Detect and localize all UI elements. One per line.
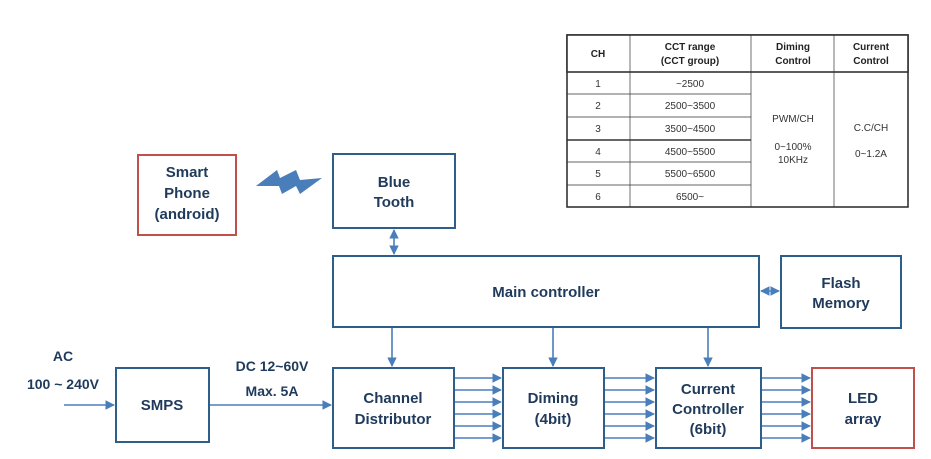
- table-header-ch: CH: [591, 49, 605, 60]
- table-cell-cct: 5500~6500: [665, 169, 716, 180]
- diming-label: Diming: [528, 390, 579, 407]
- ac-label: AC: [53, 348, 73, 364]
- led-array-block: LED array: [811, 367, 915, 449]
- led-array-label: LED: [848, 390, 878, 407]
- bluetooth-label: Tooth: [374, 194, 415, 211]
- table-header-cct: CCT range: [665, 42, 716, 53]
- table-cell-cct: 6500~: [676, 192, 704, 203]
- table-header-diming: Diming: [776, 42, 810, 53]
- table-cell-ch: 5: [595, 169, 601, 180]
- table-cell-ch: 3: [595, 124, 601, 135]
- table-header-row: [566, 34, 909, 73]
- max-current-label: Max. 5A: [246, 383, 299, 399]
- table-header-current: Current: [853, 42, 890, 53]
- flash-memory-label: Flash: [821, 275, 860, 292]
- table-current-mode: C.C/CH: [854, 123, 888, 134]
- current-controller-label: Controller: [672, 401, 744, 418]
- table-diming-range: 0~100%: [775, 142, 812, 153]
- diming-label: (4bit): [535, 411, 572, 428]
- channel-distributor-block: Channel Distributor: [332, 367, 455, 449]
- smartphone-label: Phone: [164, 185, 210, 202]
- dc-voltage-label: DC 12~60V: [236, 358, 309, 374]
- table-cell-ch: 4: [595, 147, 601, 158]
- table-current-range: 0~1.2A: [855, 149, 887, 160]
- flash-memory-label: Memory: [812, 295, 870, 312]
- smartphone-label: Smart: [166, 164, 209, 181]
- flash-memory-block: Flash Memory: [780, 255, 902, 329]
- current-controller-block: Current Controller (6bit): [655, 367, 762, 449]
- table-header-cct-sub: (CCT group): [661, 56, 719, 67]
- connectors: [64, 229, 811, 443]
- current-controller-label: (6bit): [690, 421, 727, 438]
- main-controller-label: Main controller: [492, 284, 600, 301]
- table-header-diming-sub: Control: [775, 56, 811, 67]
- smps-block: SMPS: [115, 367, 210, 443]
- smartphone-label: (android): [155, 206, 220, 223]
- channel-distributor-label: Distributor: [355, 411, 432, 428]
- table-cell-ch: 6: [595, 192, 601, 203]
- table-cell-cct: 2500~3500: [665, 101, 716, 112]
- table-cell-ch: 2: [595, 101, 601, 112]
- bluetooth-block: Blue Tooth: [332, 153, 456, 229]
- smartphone-block: Smart Phone (android): [137, 154, 237, 236]
- main-controller-block: Main controller: [332, 255, 760, 328]
- bluetooth-label: Blue: [378, 174, 411, 191]
- table-diming-freq: 10KHz: [778, 155, 808, 166]
- channel-distributor-label: Channel: [363, 390, 422, 407]
- table-cell-cct: 4500~5500: [665, 147, 716, 158]
- current-controller-label: Current: [681, 381, 735, 398]
- table-cell-cct: ~2500: [676, 79, 705, 90]
- spec-table: CH CCT range (CCT group) Diming Control …: [566, 34, 909, 208]
- table-cell-cct: 3500~4500: [665, 124, 716, 135]
- wireless-icon: [256, 170, 322, 194]
- diming-block: Diming (4bit): [502, 367, 605, 449]
- smps-label: SMPS: [141, 397, 184, 414]
- led-array-label: array: [845, 411, 882, 428]
- table-header-current-sub: Control: [853, 56, 889, 67]
- table-diming-mode: PWM/CH: [772, 114, 814, 125]
- ac-range-label: 100 ~ 240V: [27, 376, 100, 392]
- table-cell-ch: 1: [595, 79, 601, 90]
